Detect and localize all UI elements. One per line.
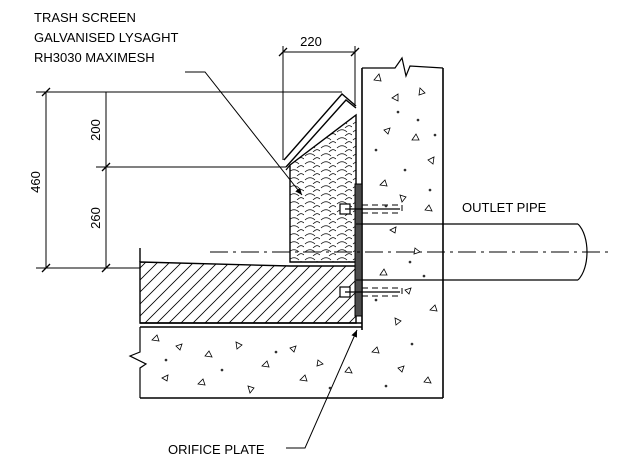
dimension-overall-height-value: 460 xyxy=(28,171,43,193)
dimension-upper-height-value: 200 xyxy=(88,119,103,141)
outlet-pipe xyxy=(210,223,610,281)
dimension-overall-height: 460 xyxy=(28,87,342,273)
concrete-aggregate-slab xyxy=(151,334,432,394)
dimension-width-value: 220 xyxy=(300,34,322,49)
trash-screen xyxy=(283,93,357,263)
concrete-wall xyxy=(361,56,444,398)
label-outlet-pipe-text: OUTLET PIPE xyxy=(462,200,547,215)
label-trash-screen-line2: GALVANISED LYSAGHT xyxy=(34,30,179,45)
label-orifice-plate-text: ORIFICE PLATE xyxy=(168,442,265,457)
anchor-bolt-lower xyxy=(339,286,403,298)
label-trash-screen-line3: RH3030 MAXIMESH xyxy=(34,50,155,65)
concrete-aggregate-wall xyxy=(373,73,438,326)
orifice-plate xyxy=(354,183,363,317)
anchor-bolt-upper xyxy=(339,203,403,215)
dimension-width: 220 xyxy=(278,34,360,160)
concrete-slab xyxy=(128,326,443,399)
label-trash-screen: TRASH SCREEN GALVANISED LYSAGHT RH3030 M… xyxy=(34,10,303,196)
dimension-lower-height: 260 xyxy=(88,167,111,273)
dimension-upper-height: 200 xyxy=(88,92,286,172)
label-trash-screen-line1: TRASH SCREEN xyxy=(34,10,136,25)
dimension-lower-height-value: 260 xyxy=(88,207,103,229)
label-outlet-pipe: OUTLET PIPE xyxy=(462,200,547,215)
label-orifice-plate: ORIFICE PLATE xyxy=(168,329,358,457)
